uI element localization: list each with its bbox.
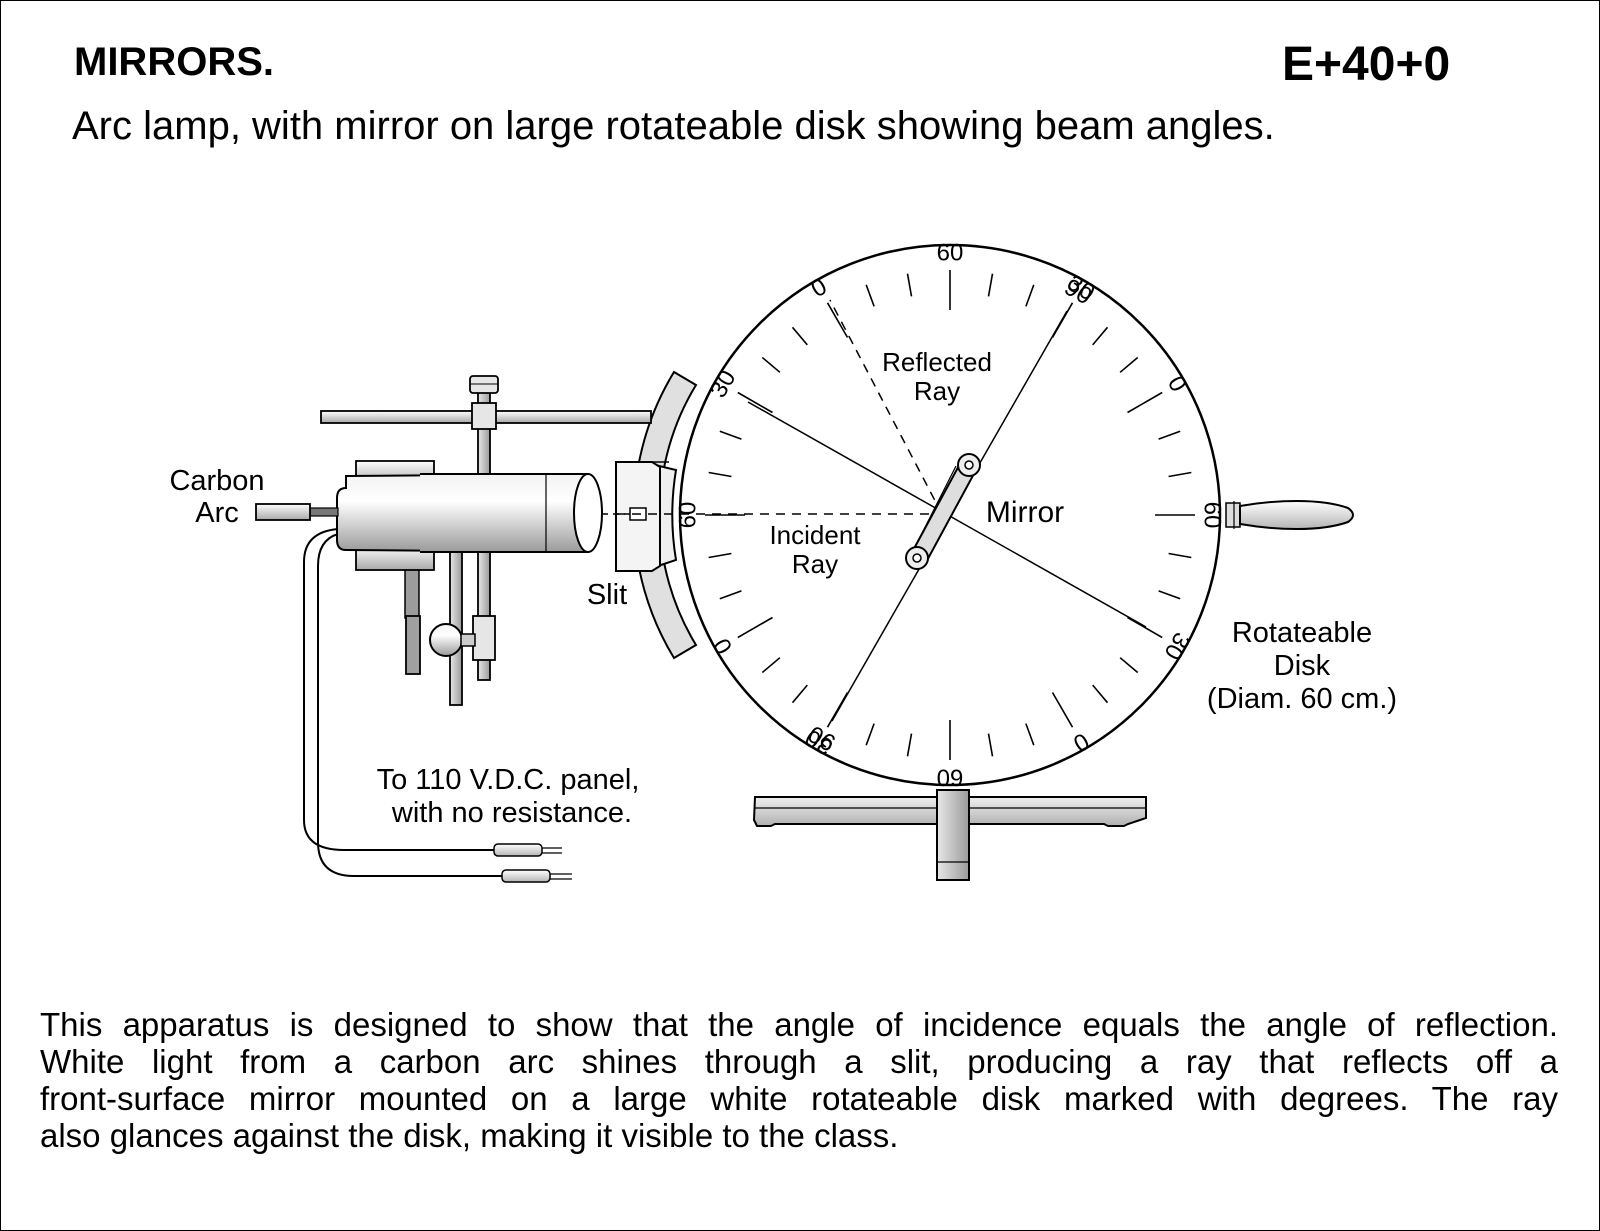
label-incident-line1: Incident xyxy=(769,520,861,550)
disk-tick xyxy=(737,616,773,639)
plug-lower xyxy=(501,869,551,883)
mirror xyxy=(905,453,981,570)
degree-number: 60 xyxy=(1199,502,1226,529)
disk-tick xyxy=(1092,684,1109,704)
label-reflected-line2: Ray xyxy=(914,376,960,406)
disk-tick xyxy=(719,590,742,600)
disk-tick xyxy=(737,391,773,414)
label-disk-line3: (Diam. 60 cm.) xyxy=(1207,683,1397,715)
disk-tick xyxy=(1158,430,1181,440)
label-disk-line2: Disk xyxy=(1274,650,1331,682)
disk-tick xyxy=(791,684,808,704)
disk-tick xyxy=(865,723,875,746)
label-slit: Slit xyxy=(587,579,627,611)
disk-tick xyxy=(906,273,913,297)
disk-tick xyxy=(906,733,913,757)
description-line-2: White light from a carbon arc shines thr… xyxy=(40,1043,1558,1080)
disk-tick xyxy=(708,552,732,559)
label-power-line1: To 110 V.D.C. panel, xyxy=(377,764,640,796)
plug-upper xyxy=(493,843,543,857)
disk-tick xyxy=(826,302,849,338)
disk-tick xyxy=(1025,284,1035,307)
disk-tick xyxy=(1158,590,1181,600)
disk-tick xyxy=(761,657,781,674)
label-mirror: Mirror xyxy=(986,496,1064,529)
disk-handle xyxy=(1225,500,1354,530)
description-line-4: also glances against the disk, making it… xyxy=(40,1117,899,1154)
label-reflected-line1: Reflected xyxy=(882,347,992,377)
page-title: MIRRORS. xyxy=(74,40,274,84)
label-power-line2: with no resistance. xyxy=(391,797,632,829)
degree-number: 60 xyxy=(675,502,702,529)
degree-number: 60 xyxy=(937,240,964,267)
disk-tick xyxy=(719,430,742,440)
description-line-3: front-surface mirror mounted on a large … xyxy=(40,1080,1558,1117)
disk-tick xyxy=(1025,723,1035,746)
disk-tick xyxy=(1119,657,1139,674)
degree-number: 60 xyxy=(937,764,964,791)
disk-tick xyxy=(1168,471,1192,478)
catalog-code: E+40+0 xyxy=(1282,38,1451,91)
label-disk-line1: Rotateable xyxy=(1232,617,1372,649)
disk-tick xyxy=(987,273,994,297)
disk-stand xyxy=(752,789,1147,881)
disk-tick xyxy=(1092,326,1109,346)
disk-tick xyxy=(987,733,994,757)
description: This apparatus is designed to show that … xyxy=(40,1006,1558,1154)
disk-tick xyxy=(865,284,875,307)
disk-tick xyxy=(791,326,808,346)
disk-tick xyxy=(1119,356,1139,373)
label-incident-line2: Ray xyxy=(792,549,838,579)
disk-tick xyxy=(1051,692,1074,728)
reflected-ray-line xyxy=(829,299,943,515)
arc-lamp xyxy=(255,375,652,706)
description-line-1: This apparatus is designed to show that … xyxy=(40,1006,1558,1043)
disk-tick xyxy=(761,356,781,373)
power-cords xyxy=(303,528,572,883)
disk-tick xyxy=(708,471,732,478)
disk-tick xyxy=(1168,552,1192,559)
page-subtitle: Arc lamp, with mirror on large rotateabl… xyxy=(72,104,1275,148)
disk-tick xyxy=(1127,391,1163,414)
disk-tick xyxy=(1127,616,1163,639)
label-carbon-line1: Carbon xyxy=(169,465,264,497)
diagram-labels: Carbon Arc Slit Reflected Ray Incident R… xyxy=(169,347,1397,829)
label-carbon-line2: Arc xyxy=(195,497,239,529)
